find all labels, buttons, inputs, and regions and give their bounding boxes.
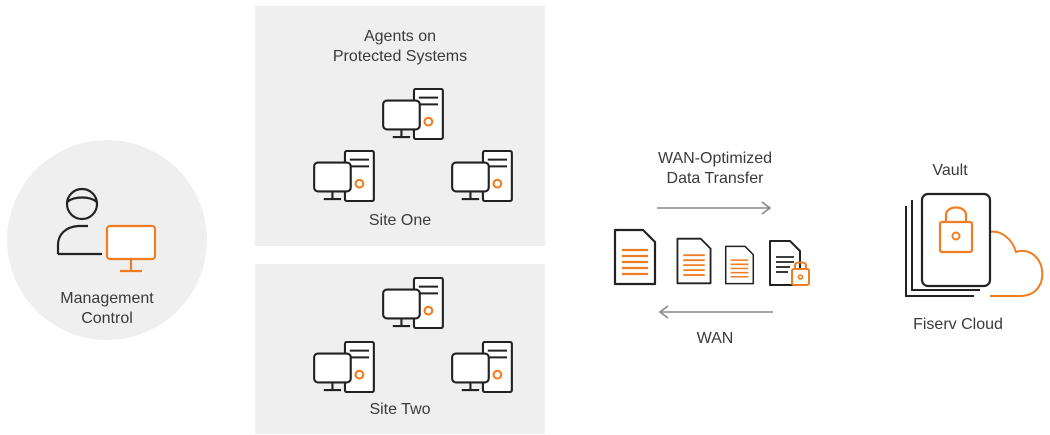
- document-icon: [723, 245, 756, 285]
- outbound-arrow: [657, 201, 772, 215]
- document-icon: [612, 228, 658, 286]
- desktop-computer-icon: [451, 341, 513, 393]
- desktop-computer-icon: [451, 150, 513, 202]
- site-two-label: Site Two: [369, 401, 431, 418]
- inbound-arrow: [658, 305, 773, 319]
- user-icon: [56, 187, 102, 256]
- desktop-computer-icon: [313, 150, 375, 202]
- agents-title-line2: Protected Systems: [332, 48, 468, 65]
- cloud-label: Fiserv Cloud: [913, 316, 1003, 333]
- management-label-line1: Management: [60, 290, 154, 307]
- document-icon: [675, 237, 713, 285]
- transfer-label-line1: WAN-Optimized: [657, 150, 773, 167]
- management-label-line2: Control: [81, 310, 133, 327]
- site-one-label: Site One: [368, 212, 432, 229]
- desktop-computer-icon: [382, 88, 444, 140]
- transfer-label-line2: Data Transfer: [666, 170, 764, 187]
- locked-document-icon: [769, 240, 810, 286]
- desktop-computer-icon: [382, 277, 444, 329]
- desktop-computer-icon: [313, 341, 375, 393]
- monitor-icon: [105, 224, 157, 273]
- vault-lock-icon: [905, 192, 1044, 297]
- wan-label: WAN: [696, 330, 734, 347]
- vault-label: Vault: [932, 162, 968, 179]
- agents-title-line1: Agents on: [363, 28, 437, 45]
